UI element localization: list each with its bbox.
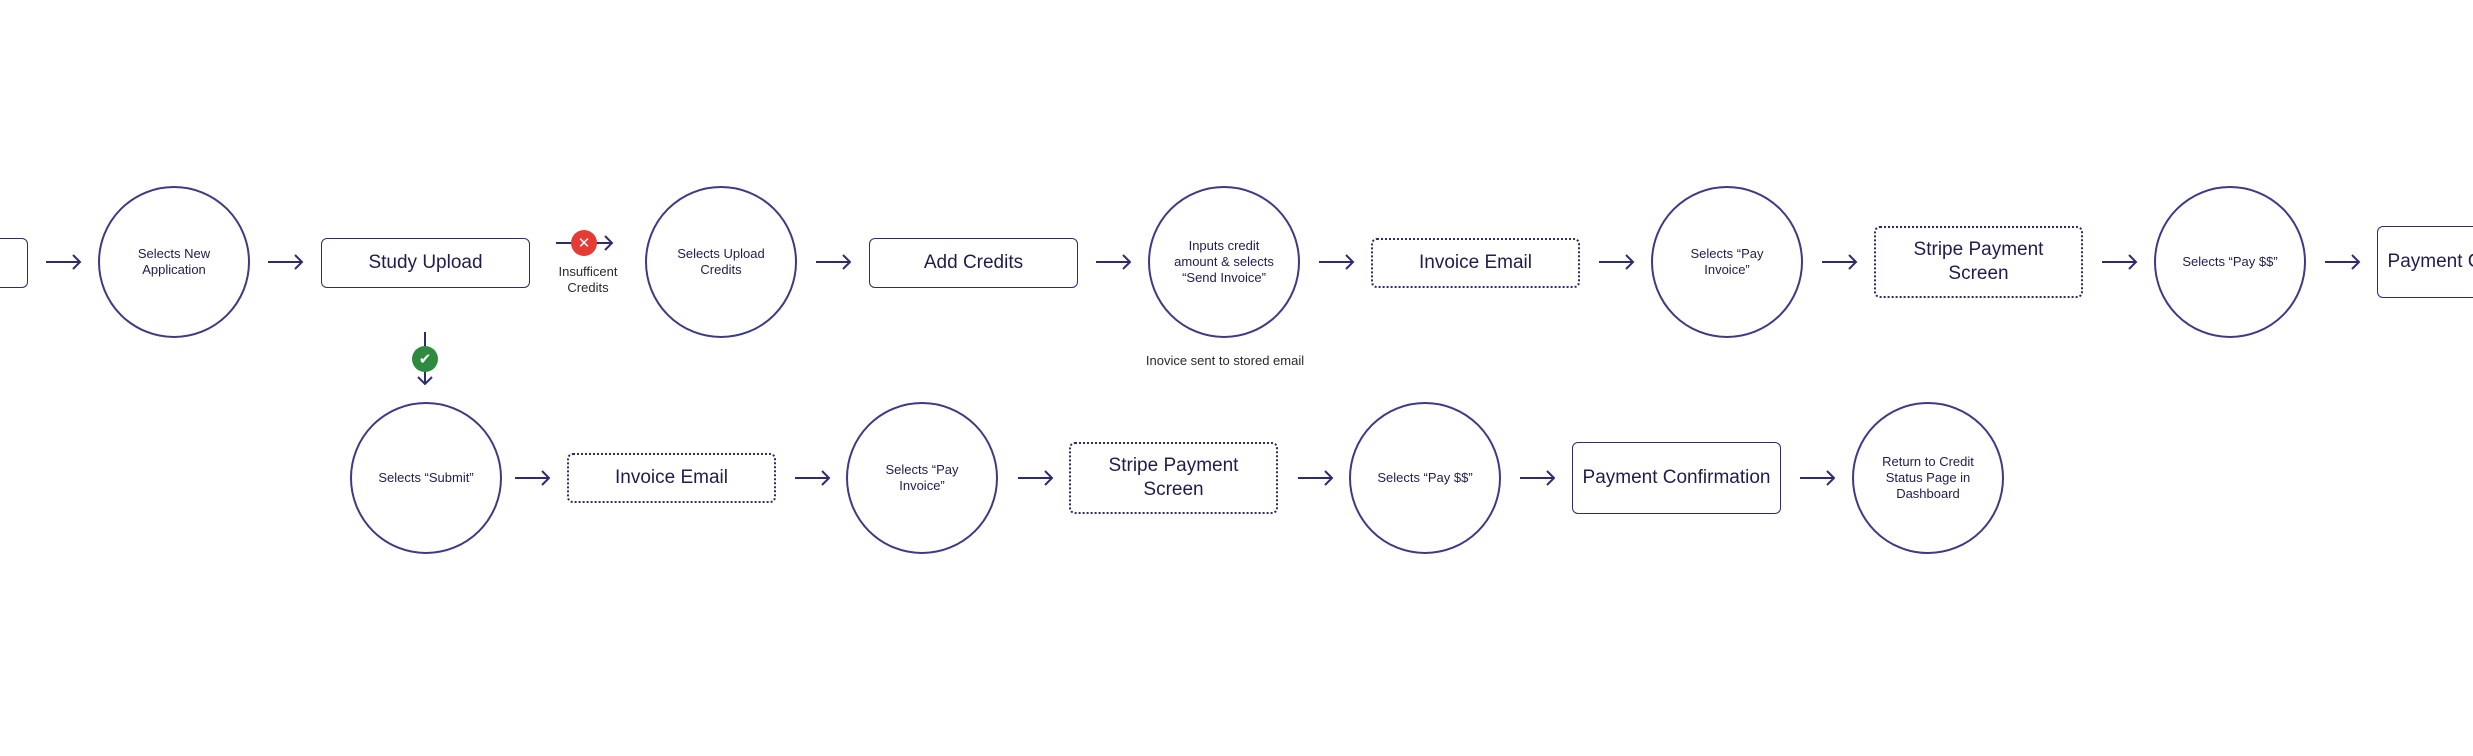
flow-arrow [266,252,306,272]
stripe-payment-screen-box: Stripe Payment Screen [1874,226,2083,298]
selects-pay-invoice-node: Selects “Pay Invoice” [846,402,998,554]
selects-upload-credits-node: Selects Upload Credits [645,186,797,338]
payment-confirmation-box: Payment Confirmation [1572,442,1781,514]
flow-arrow [2323,252,2363,272]
node-label: Stripe Payment Screen [1108,455,1239,500]
node-label: Invoice Email [1419,252,1532,273]
inputs-credit-amount-node: Inputs credit amount & selects “Send Inv… [1148,186,1300,338]
node-label: Selects “Pay Invoice” [1690,246,1764,277]
flow-arrow [1597,252,1637,272]
flow-arrow [793,468,833,488]
insufficient-credits-label: Insufficent Credits [558,264,618,295]
flow-arrow [1317,252,1357,272]
node-label: Selects “Pay $$” [2182,254,2278,269]
success-check-icon: ✔ [412,346,438,372]
node-label: Selects “Pay Invoice” [885,462,959,493]
flow-arrow [1820,252,1860,272]
add-credits-box: Add Credits [869,238,1078,288]
payment-confirmation-box-partial: Payment Confirmation [2377,226,2473,298]
node-label: Invoice Email [615,467,728,488]
node-label: Return to Credit Status Page in Dashboar… [1882,454,1974,501]
error-x-icon: ✕ [571,230,597,256]
flow-arrow [44,252,84,272]
selects-pay-invoice-node: Selects “Pay Invoice” [1651,186,1803,338]
invoice-email-box: Invoice Email [567,453,776,503]
node-label: Study Upload [368,252,483,273]
invoice-sent-note: Inovice sent to stored email [1145,353,1305,368]
selects-pay-node: Selects “Pay $$” [2154,186,2306,338]
flow-arrow [1296,468,1336,488]
flow-arrow [513,468,553,488]
node-label: Payment Confirmation [1582,467,1771,488]
flow-arrow [1798,468,1838,488]
node-label: Selects “Submit” [378,470,474,485]
invoice-email-box: Invoice Email [1371,238,1580,288]
flow-arrow [1016,468,1056,488]
study-upload-box: Study Upload [321,238,530,288]
stripe-payment-screen-box: Stripe Payment Screen [1069,442,1278,514]
flow-arrow [1518,468,1558,488]
flow-arrow [814,252,854,272]
node-label: Selects “Pay $$” [1377,470,1473,485]
return-to-credit-status-node: Return to Credit Status Page in Dashboar… [1852,402,2004,554]
selects-new-application-node: Selects New Application [98,186,250,338]
selects-pay-node: Selects “Pay $$” [1349,402,1501,554]
flow-arrow [2100,252,2140,272]
node-label: Payment Confirmation [2387,251,2473,272]
node-label: Add Credits [923,252,1024,273]
selects-submit-node: Selects “Submit” [350,402,502,554]
node-label: Inputs credit amount & selects “Send Inv… [1174,238,1274,285]
flow-arrow [1094,252,1134,272]
previous-step-box-partial [0,238,28,288]
node-label: Stripe Payment Screen [1913,239,2044,284]
node-label: Selects Upload Credits [677,246,765,277]
node-label: Selects New Application [137,246,211,277]
